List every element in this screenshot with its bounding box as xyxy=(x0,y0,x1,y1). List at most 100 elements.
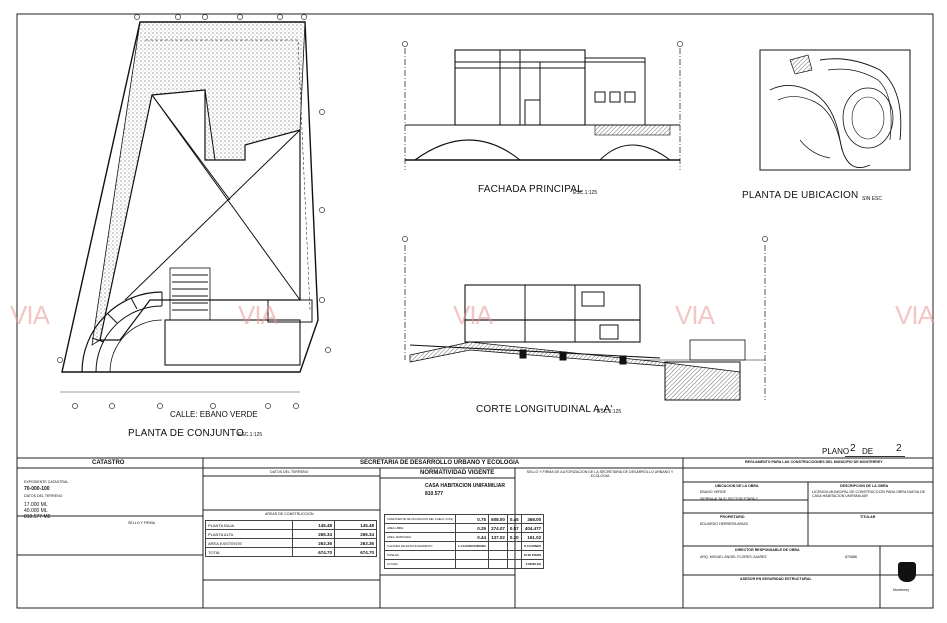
area-value: 265.34 xyxy=(292,529,336,539)
title-block-frame xyxy=(16,457,934,609)
table-row: COEFICIENTE DE OCUPACION DEL SUELO (COS)… xyxy=(383,514,545,524)
area-name: TOTAL xyxy=(204,547,294,557)
norma-name: ALTURA xyxy=(383,559,457,569)
obra-calle: EBANO VERDE xyxy=(700,490,726,494)
propietario-header: PROPIETARIO xyxy=(720,515,745,519)
norma-name: CAJONES DE ESTACIONAMIENTO xyxy=(383,541,457,551)
descripcion-header: DESCRIPCION DE LA OBRA xyxy=(840,484,889,488)
watermark: VIA xyxy=(238,300,278,330)
facade-scale: ESC.1:125 xyxy=(573,190,598,196)
titular-header: TITULAR xyxy=(860,515,876,519)
norma-b: 274.07 xyxy=(488,523,508,533)
norma-d: 161.02 xyxy=(520,532,545,542)
norma-name: AREA JARDINADA xyxy=(383,532,457,542)
norma-b xyxy=(488,550,508,560)
area-name: AREA EXISTENTE xyxy=(204,538,294,548)
table-row: ALTURA 2 NIVELES xyxy=(383,559,545,569)
site-plan-drawing xyxy=(57,14,331,409)
norma-b: 608.00 xyxy=(488,514,508,524)
asesor-header: ASESOR EN SEGURIDAD ESTRUCTURAL xyxy=(740,577,812,581)
section-drawing xyxy=(402,236,768,401)
director-header: DIRECTOR RESPONSABLE DE OBRA xyxy=(735,548,800,552)
facade-title: FACHADA PRINCIPAL xyxy=(478,184,583,195)
obra-descripcion: LICENCIA MUNICIPAL DE CONSTRUCCION PARA … xyxy=(812,490,926,498)
norma-b xyxy=(488,541,508,551)
watermark: VIA xyxy=(675,300,715,330)
municipio-label: Monterrey xyxy=(893,588,910,592)
table-row: NIVELES 10.00 PISOS xyxy=(383,550,545,560)
area-total: 265.34 xyxy=(334,529,377,539)
norma-c: 0.20 xyxy=(506,532,522,542)
normatividad-header: NORMATIVIDAD VIGENTE xyxy=(420,470,495,476)
fondo-value: 40.000 ML xyxy=(24,508,48,514)
propietario-name: EDUARDO HERRERA ARIAS xyxy=(700,522,748,526)
norma-a xyxy=(455,550,490,560)
datos-terreno-header: DATOS DEL TERRENO xyxy=(270,470,309,474)
norma-c: 0.57 xyxy=(506,523,522,533)
area-value: 263.36 xyxy=(292,538,336,548)
sheet-label: PLANO xyxy=(822,447,850,456)
expediente-value: 70-000-100 xyxy=(24,486,50,492)
area-value: 674.70 xyxy=(292,547,336,557)
norma-b: 137.02 xyxy=(488,532,508,542)
sheet-underline xyxy=(845,456,905,457)
sheet-total: 2 xyxy=(896,443,902,454)
norma-a: 1 CAJON/VIVIENDA xyxy=(455,541,490,551)
reglamento-header: REGLAMENTO PARA LAS CONSTRUCCIONES DEL M… xyxy=(745,460,883,464)
location-plan-title: PLANTA DE UBICACION xyxy=(742,190,859,201)
sello-firma-label: SELLO Y FIRMA xyxy=(128,521,156,525)
areas-construccion-header: AREAS DE CONSTRUCCION xyxy=(265,512,314,516)
norma-name: AREA LIBRE xyxy=(383,523,457,533)
area-name: PLANTA ALTA xyxy=(204,529,294,539)
section-scale: ESC.1:125 xyxy=(597,409,622,415)
norma-a xyxy=(455,559,490,569)
watermark: VIA xyxy=(453,300,493,330)
sello-autorizacion-header: SELLO Y FIRMA DE AUTORIZACION DE LA SECR… xyxy=(526,470,674,478)
director-name: ARQ. MIGUEL ANGEL FLORES JUAREZ xyxy=(700,555,767,559)
expediente-label: EXPEDIENTE CATASTRAL xyxy=(24,480,69,484)
sheet-of-label: DE xyxy=(862,447,874,456)
norma-name: NIVELES xyxy=(383,550,457,560)
facade-drawing xyxy=(402,41,683,170)
area-value: 145.48 xyxy=(292,520,336,530)
norma-d: 8 CAJONES xyxy=(520,541,545,551)
sheet-number: 2 xyxy=(850,443,856,454)
norma-a: 0.44 xyxy=(455,532,490,542)
superficie-value: 810.577 M2 xyxy=(24,514,51,520)
watermark: VIA xyxy=(10,300,50,330)
norma-d: 404.477 xyxy=(520,523,545,533)
uso-value: CASA HABITACION UNIFAMILIAR xyxy=(425,483,505,489)
norma-d: 10.00 PISOS xyxy=(520,550,545,560)
municipal-seal-icon xyxy=(898,562,916,582)
secretaria-header: SECRETARIA DE DESARROLLO URBANO Y ECOLOG… xyxy=(360,460,520,466)
superficie-terreno-value: 810.577 xyxy=(425,491,444,497)
norma-d: 2 NIVELES xyxy=(520,559,545,569)
area-total: 263.36 xyxy=(334,538,377,548)
ubicacion-header: UBICACION DE LA OBRA xyxy=(715,484,759,488)
norma-c: 0.45 xyxy=(506,514,522,524)
datos-label: DATOS DEL TERRENO xyxy=(24,494,63,498)
director-cedula: 870886 xyxy=(845,555,857,559)
norma-c xyxy=(506,550,522,560)
catastro-header: CATASTRO xyxy=(92,460,125,466)
obra-fraccionamiento: SIERRA ALTA 9° SECTOR ETAPA 2 xyxy=(700,497,758,501)
norma-a: 0.75 xyxy=(455,514,490,524)
norma-name: COEFICIENTE DE OCUPACION DEL SUELO (COS) xyxy=(383,514,457,524)
norma-b xyxy=(488,559,508,569)
site-plan-scale: ESC.1:125 xyxy=(238,432,263,438)
norma-a: 0.25 xyxy=(455,523,490,533)
site-plan-title: PLANTA DE CONJUNTO xyxy=(128,428,245,439)
norma-d: 368.00 xyxy=(520,514,545,524)
area-name: PLANTA BAJA xyxy=(204,520,294,530)
normatividad-table: COEFICIENTE DE OCUPACION DEL SUELO (COS)… xyxy=(383,514,545,569)
watermark: VIA xyxy=(895,300,935,330)
